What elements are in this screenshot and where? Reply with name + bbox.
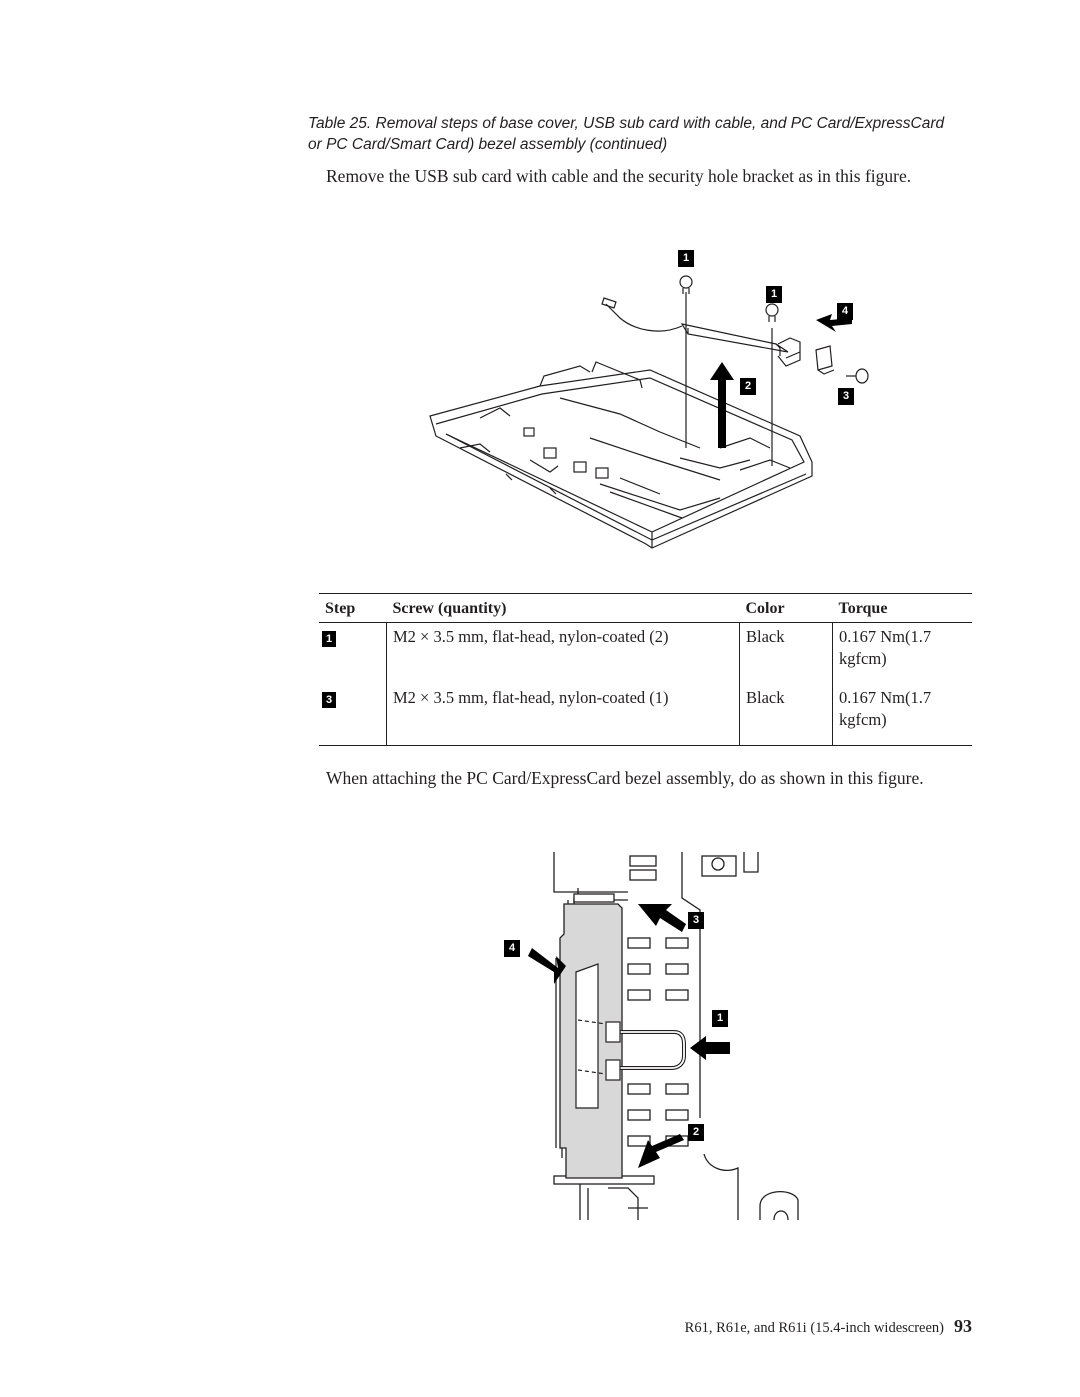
torque-cell: 0.167 Nm(1.7 kgfcm) bbox=[832, 684, 972, 746]
color-cell: Black bbox=[739, 622, 833, 684]
attach-paragraph: When attaching the PC Card/ExpressCard b… bbox=[326, 768, 924, 788]
torque-cell: 0.167 Nm(1.7 kgfcm) bbox=[832, 622, 972, 684]
bezel-attach-figure: 3 4 1 2 bbox=[488, 848, 818, 1224]
callout-1: 1 bbox=[712, 1010, 728, 1027]
header-screw: Screw (quantity) bbox=[386, 593, 740, 623]
callout-1-right: 1 bbox=[766, 286, 782, 303]
table-caption: Table 25. Removal steps of base cover, U… bbox=[308, 113, 988, 155]
page-number: 93 bbox=[954, 1316, 972, 1336]
footer-model-text: R61, R61e, and R61i (15.4-inch widescree… bbox=[684, 1320, 944, 1336]
screw-cell: M2 × 3.5 mm, flat-head, nylon-coated (2) bbox=[386, 622, 740, 684]
header-step: Step bbox=[319, 593, 387, 623]
bezel-illustration bbox=[528, 852, 799, 1221]
callout-2: 2 bbox=[688, 1124, 704, 1141]
screw-table: Step Screw (quantity) Color Torque 1 M2 … bbox=[319, 593, 972, 746]
step-cell: 1 bbox=[319, 623, 387, 685]
header-color: Color bbox=[739, 593, 833, 623]
step-cell: 3 bbox=[319, 684, 387, 746]
callout-4: 4 bbox=[837, 303, 853, 320]
screw-table-header: Step Screw (quantity) Color Torque bbox=[319, 593, 972, 623]
callout-4: 4 bbox=[504, 940, 520, 957]
intro-paragraph: Remove the USB sub card with cable and t… bbox=[326, 166, 912, 186]
callout-3: 3 bbox=[838, 388, 854, 405]
screw-cell: M2 × 3.5 mm, flat-head, nylon-coated (1) bbox=[386, 684, 740, 746]
callout-3: 3 bbox=[688, 912, 704, 929]
table-caption-line-1: Table 25. Removal steps of base cover, U… bbox=[308, 115, 945, 132]
header-torque: Torque bbox=[832, 593, 972, 623]
table-row: 1 M2 × 3.5 mm, flat-head, nylon-coated (… bbox=[319, 622, 972, 685]
callout-1-top: 1 bbox=[678, 250, 694, 267]
table-row: 3 M2 × 3.5 mm, flat-head, nylon-coated (… bbox=[319, 684, 972, 746]
table-caption-line-2: or PC Card/Smart Card) bezel assembly (c… bbox=[308, 136, 668, 153]
step-number-badge: 3 bbox=[322, 692, 336, 708]
usb-sub-card-removal-figure: 1 1 4 2 3 bbox=[420, 248, 880, 558]
page-footer: R61, R61e, and R61i (15.4-inch widescree… bbox=[685, 1316, 972, 1337]
step-number-badge: 1 bbox=[322, 631, 336, 647]
callout-2: 2 bbox=[740, 378, 756, 395]
color-cell: Black bbox=[739, 684, 833, 746]
base-cover-illustration bbox=[429, 275, 869, 549]
